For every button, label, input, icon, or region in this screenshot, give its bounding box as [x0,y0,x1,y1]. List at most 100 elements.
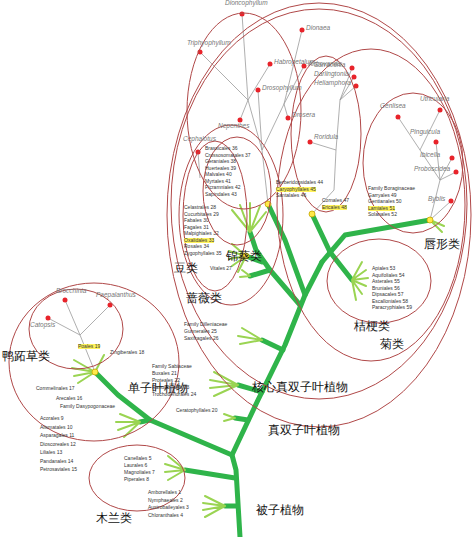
order-label: Poales 19 [78,344,100,349]
order-fans [72,203,444,517]
order-label: Nymphaeales 2 [148,498,183,503]
order-fan [240,270,250,277]
order-label: Crossosomatales 37 [205,153,251,158]
order-label: Escalloniales 58 [372,299,408,304]
order-fan [72,355,104,383]
order-label: Caryophyllales 45 [276,187,316,192]
genus-dot [308,140,313,145]
order-label: Piperales 8 [124,477,149,482]
order-fan [352,262,368,300]
highlight-dots [92,201,433,375]
tree-branch [235,418,248,420]
genus-line [198,152,200,178]
order-label: Apiales 53 [372,266,395,271]
order-label: Alismatales 10 [40,425,73,430]
genus-label: Dioncophyllum [225,0,268,7]
genus-label: Utricularia [420,96,449,103]
genus-dot [354,84,359,89]
genus-dot [434,140,439,145]
order-label: Liliales 13 [40,450,62,455]
tree-branch [250,270,270,276]
highlight-dot [92,369,98,375]
order-label: Family Dasypogonaceae [60,404,115,409]
genus-dots [46,12,459,321]
order-label: Family Dilleniaceae [184,322,227,327]
order-fan [224,414,235,421]
order-label: Arecales 16 [56,396,82,401]
order-label: Huerteales 39 [205,166,236,171]
ellipse-line [363,93,463,233]
order-label: Santalales 46 [276,193,306,198]
order-label: Fabales 30 [184,218,209,223]
clade-ellipse: 锦葵类Brassicales 36Crossosomatales 37Geran… [202,136,272,246]
clade-ellipse: 菊类桔梗类Apiales 53Aquifoliales 54Asterales … [276,48,466,362]
order-label: Saxifragales 26 [184,336,218,341]
order-label: Geraniales 38 [205,159,236,164]
clade-label: 真双子叶植物 [268,424,340,436]
order-label: Myrtales 41 [205,179,231,184]
clade-ellipse: 真双子叶植物核心真双子叶植物蔷薇类豆类CephalotusCelastrales… [166,2,472,428]
genus-dot [268,62,273,67]
order-label: Ericales 48 [322,205,347,210]
clade-label: 桔梗类 [354,320,390,332]
order-label: Gunnerales 25 [184,329,217,334]
order-label: Malpighiales 32 [184,231,219,236]
genus-label: Triphyophyllum [187,40,231,47]
genus-dot [352,75,357,80]
tree-branch [185,470,235,478]
genus-label: Catopsis [30,322,55,329]
clade-ellipse: 鸭跖草类BrocchiniaCatopsisPaepalanthusPoales… [28,288,124,370]
order-label: Acorales 9 [40,416,64,421]
highlight-dot [265,201,271,207]
genus-label: Byblis [428,196,445,203]
order-label: Cornales 47 [322,198,349,203]
clade-label: 木兰类 [96,512,132,524]
order-label: Petrosaviales 15 [40,467,77,472]
order-label: Oxalidales 33 [184,238,214,243]
order-label: Family Sabiaceae [152,364,192,369]
order-label: Cucurbitales 29 [184,212,219,217]
genus-dot [198,50,203,55]
order-label: Trochodendrales 24 [152,392,196,397]
order-label: Austrobaileyales 3 [148,505,189,510]
genus-label: Drosophyllum [262,85,302,92]
ellipse-outline [8,282,180,442]
order-label: Asparagales 11 [40,433,74,438]
genus-dot [63,298,68,303]
clade-label: 唇形类 [424,238,460,250]
tree-branch [225,504,237,509]
clade-label: 锦葵类 [226,250,262,262]
genus-label: Pinguicula [410,129,440,136]
genus-dot [438,108,443,113]
order-label: Lamiales 51 [368,206,395,211]
tree-branch [268,204,305,295]
genus-dot [240,12,245,17]
order-label: Family Boraginaceae [368,186,415,191]
order-label: Aquifoliales 54 [372,273,405,278]
order-fan [238,328,262,344]
order-label: Vitales 27 [210,266,232,271]
ellipse-line [89,445,185,511]
order-fan [210,372,238,396]
order-label: Laurales 6 [124,463,147,468]
genus-lines [48,14,456,372]
tree-branch [95,372,232,455]
order-label: Chloranthales 4 [148,513,183,518]
genus-dot [350,66,355,71]
order-label: Picramniales 42 [205,185,241,190]
genus-dot [396,115,401,120]
genus-dot [256,88,261,93]
clade-label: 豆类 [174,262,198,274]
order-label: Zingiberales 18 [110,350,144,355]
tree-branch [262,340,283,350]
order-label: Buxales 21 [152,371,177,376]
genus-dot [454,170,459,175]
clade-label: 核心真双子叶植物 [252,381,348,393]
genus-label: Dionaea [306,25,330,32]
genus-label: Ibicella [420,152,440,159]
clade-ellipse: 桔梗类Apiales 53Aquifoliales 54Asterales 55… [326,238,432,324]
tree-branches [95,204,430,537]
genus-label: Roridula [314,134,338,141]
